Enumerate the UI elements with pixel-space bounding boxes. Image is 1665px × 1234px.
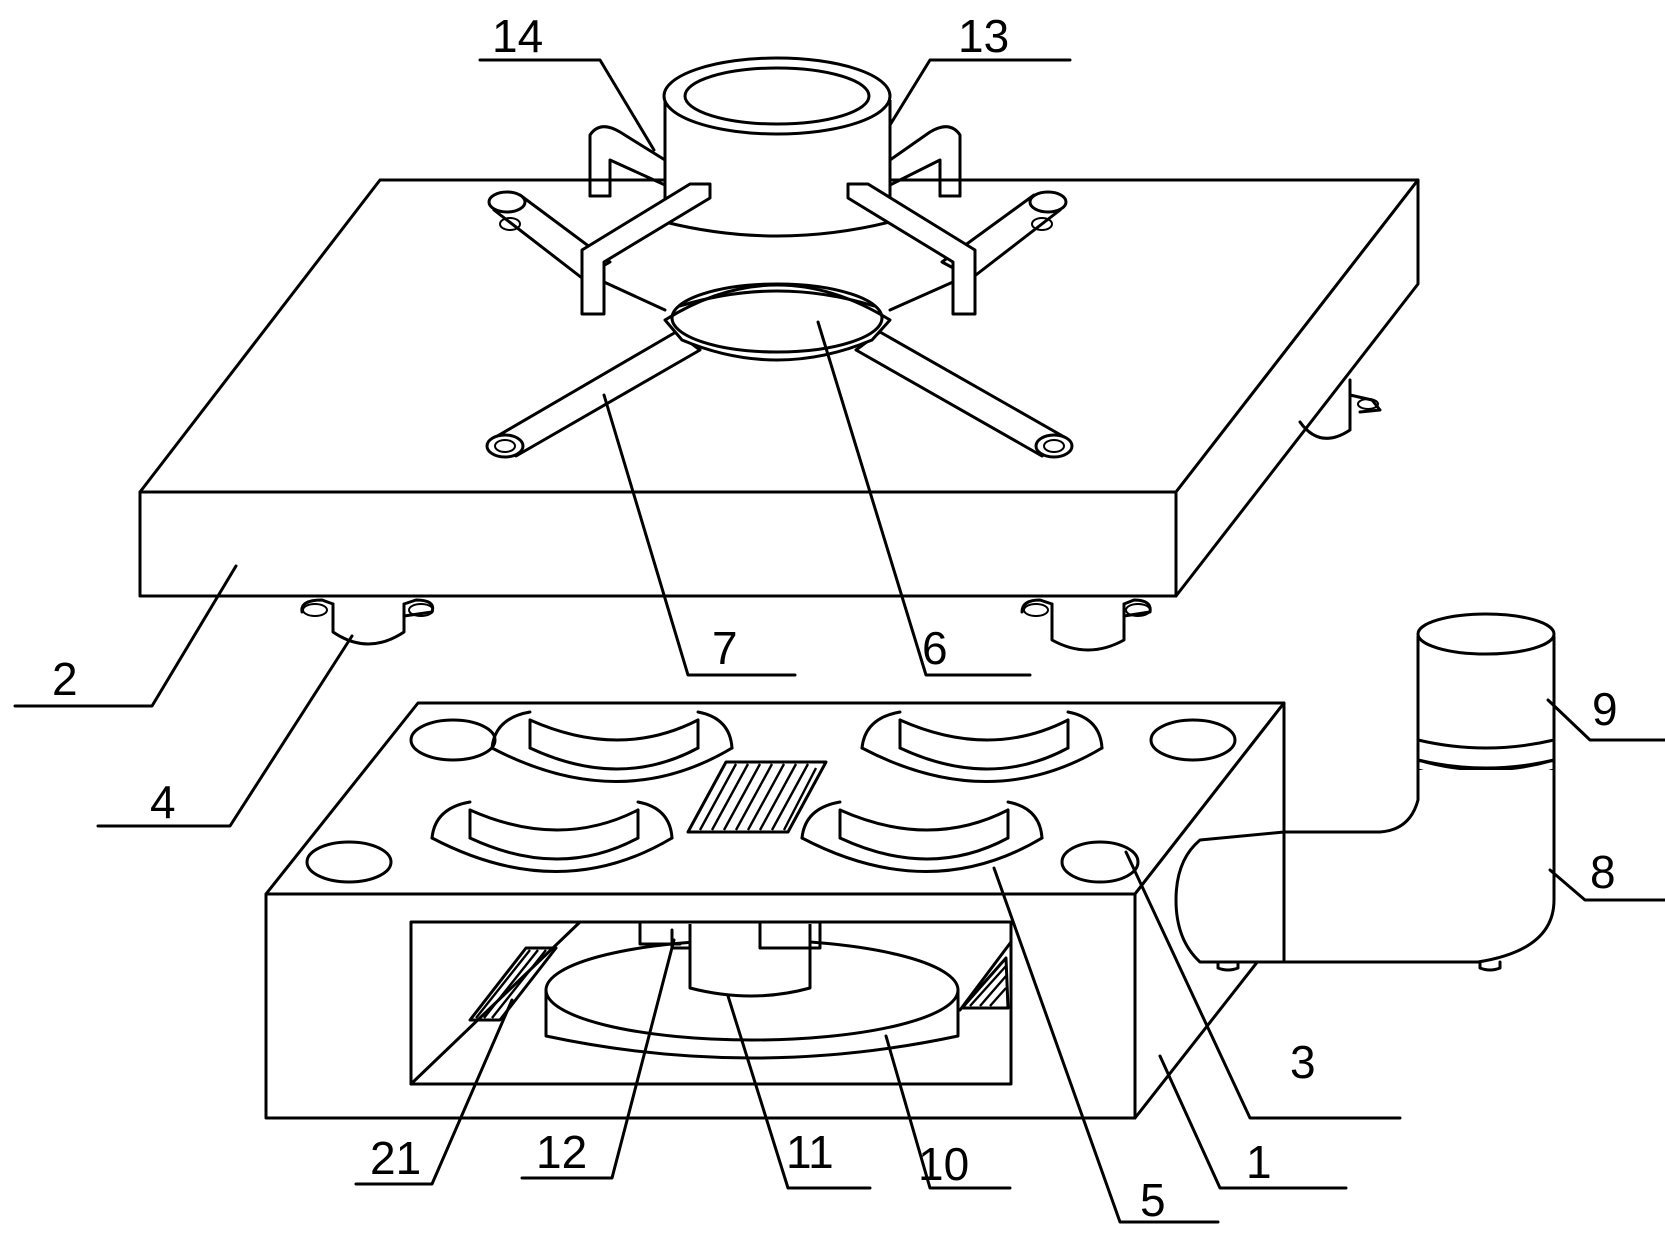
label-12: 12 xyxy=(536,1126,587,1178)
clamp-bracket-14 xyxy=(588,125,962,198)
label-5: 5 xyxy=(1140,1174,1166,1226)
foot-back-right xyxy=(1298,378,1382,440)
label-3: 3 xyxy=(1290,1036,1316,1088)
blower-assembly xyxy=(1174,612,1556,972)
upper-plate xyxy=(138,178,1420,598)
label-13: 13 xyxy=(958,10,1009,62)
lower-box xyxy=(264,701,1286,1120)
window-internals xyxy=(409,920,1013,1086)
label-2: 2 xyxy=(52,653,78,705)
lower-ring-6 xyxy=(602,280,955,362)
top-hatched-grille xyxy=(686,760,828,834)
label-10: 10 xyxy=(918,1138,969,1190)
label-7: 7 xyxy=(712,622,738,674)
label-14: 14 xyxy=(492,10,543,62)
top-collar-13 xyxy=(662,56,892,238)
label-4: 4 xyxy=(150,776,176,828)
label-9: 9 xyxy=(1592,683,1618,735)
reference-labels: 13 14 2 4 7 6 9 8 3 1 5 10 11 12 21 xyxy=(52,10,1618,1226)
curved-vents xyxy=(430,710,1104,873)
label-11: 11 xyxy=(786,1126,834,1178)
label-8: 8 xyxy=(1590,846,1616,898)
cross-arms xyxy=(485,182,1074,459)
foot-left xyxy=(300,598,435,646)
foot-right xyxy=(1020,598,1152,652)
label-1: 1 xyxy=(1246,1136,1272,1188)
top-holes xyxy=(305,718,1237,884)
label-21: 21 xyxy=(370,1132,421,1184)
leader-lines xyxy=(13,58,1665,1224)
label-6: 6 xyxy=(922,622,948,674)
